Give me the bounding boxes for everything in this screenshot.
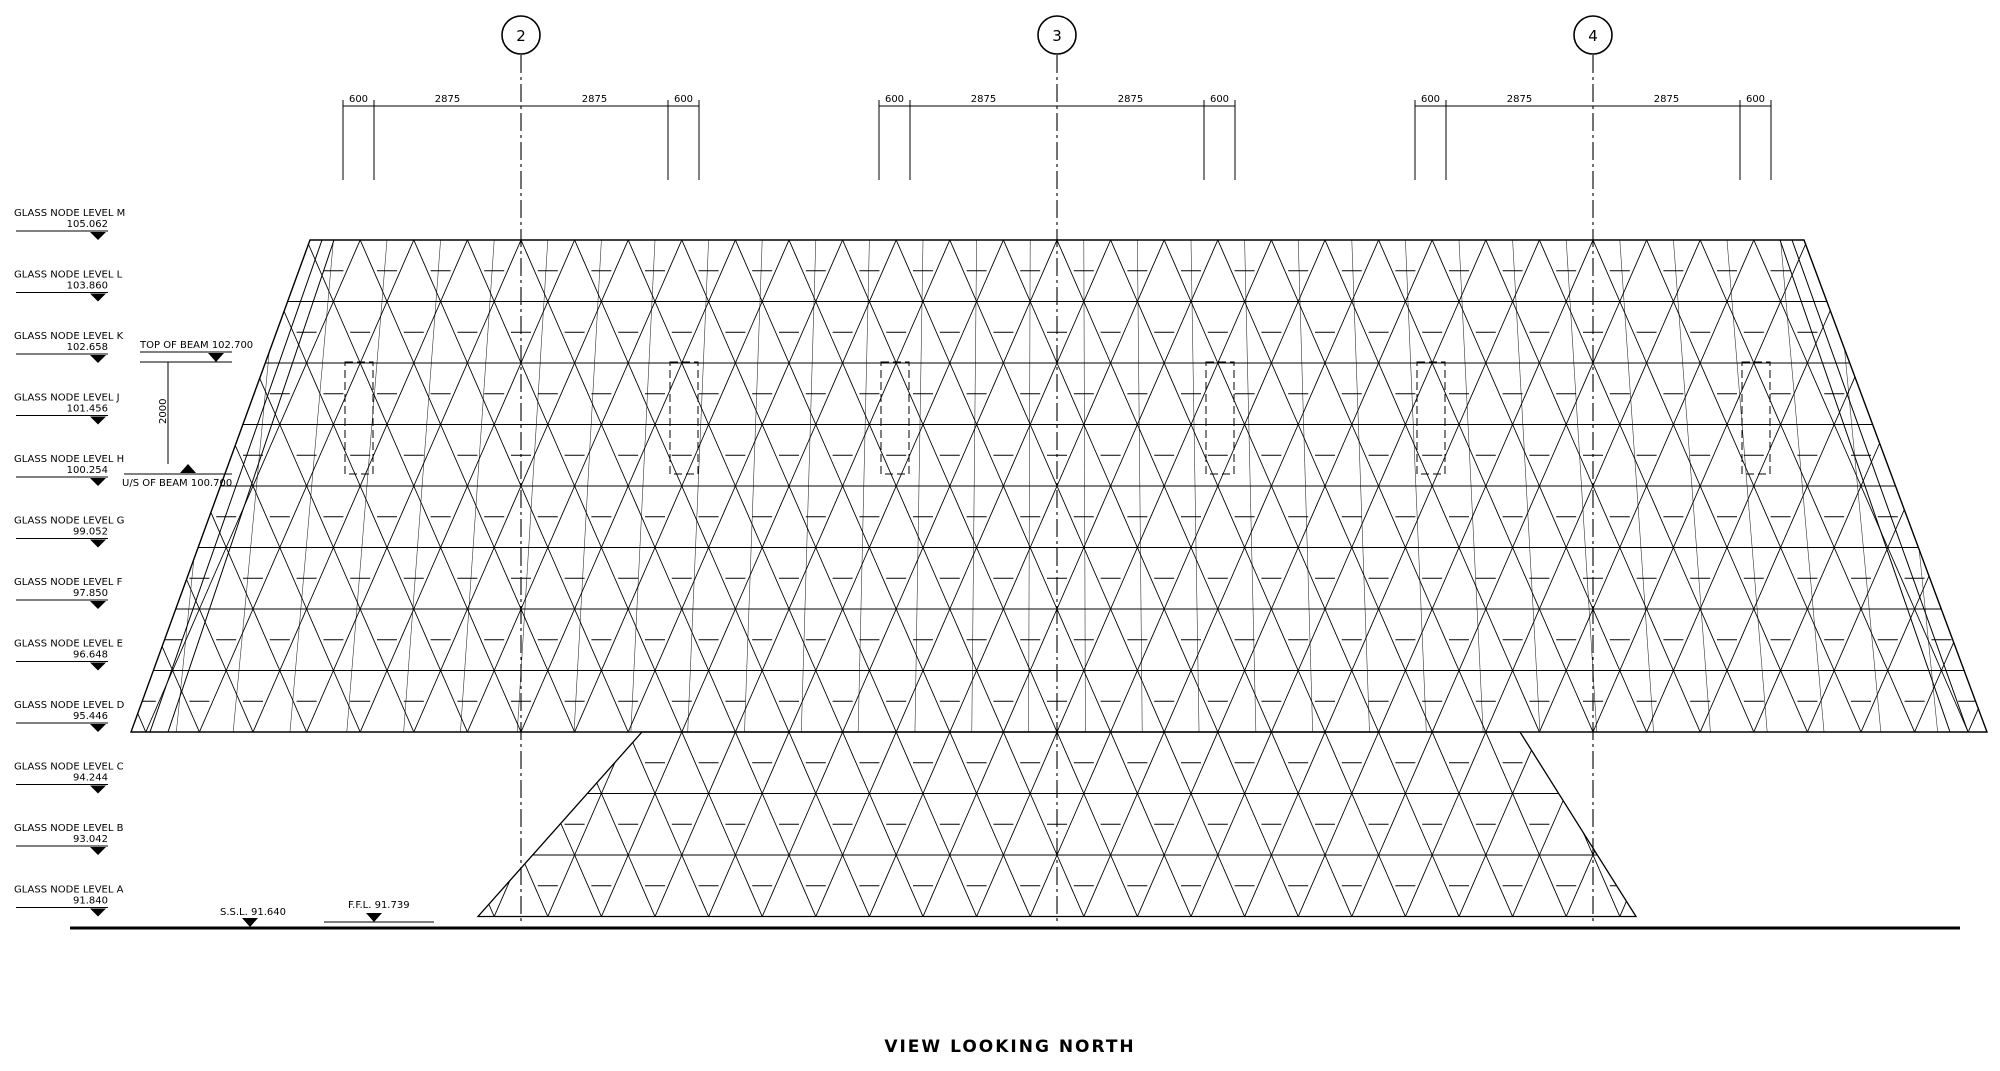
grid-axes: [520, 55, 1594, 925]
level-label: GLASS NODE LEVEL E96.648: [14, 639, 123, 671]
level-marker-icon: [90, 293, 106, 302]
level-name: GLASS NODE LEVEL E: [14, 639, 123, 650]
dimension-value: 600: [1210, 94, 1229, 105]
level-marker-icon: [90, 539, 106, 548]
dimension-value: 600: [349, 94, 368, 105]
level-name: GLASS NODE LEVEL M: [14, 208, 125, 219]
level-value: 91.840: [73, 896, 108, 907]
drawing-title: VIEW LOOKING NORTH: [884, 1037, 1135, 1057]
level-name: GLASS NODE LEVEL B: [14, 823, 124, 834]
dimension-value: 600: [885, 94, 904, 105]
dimension-value: 600: [1421, 94, 1440, 105]
dimension-value: 600: [1746, 94, 1765, 105]
level-value: 94.244: [73, 773, 108, 784]
level-marker-icon: [242, 918, 258, 927]
underside-of-beam-label: U/S OF BEAM 100.700: [122, 478, 232, 489]
grid-bubbles: 2 3 4: [501, 15, 1613, 55]
level-marker-icon: [90, 416, 106, 425]
level-marker-icon: [208, 353, 224, 362]
level-name: GLASS NODE LEVEL K: [14, 331, 124, 342]
level-name: GLASS NODE LEVEL L: [14, 270, 123, 281]
level-label: GLASS NODE LEVEL G99.052: [14, 516, 124, 548]
dimension-value: 2875: [971, 94, 996, 105]
level-value: 102.658: [67, 342, 108, 353]
level-marker-icon: [90, 355, 106, 363]
level-label: GLASS NODE LEVEL B93.042: [14, 823, 124, 855]
dimension-value: 600: [674, 94, 693, 105]
level-name: GLASS NODE LEVEL F: [14, 577, 123, 588]
level-name: GLASS NODE LEVEL D: [14, 700, 125, 711]
level-name: GLASS NODE LEVEL C: [14, 762, 124, 773]
level-marker-icon: [366, 913, 382, 922]
level-value: 95.446: [73, 711, 108, 722]
top-of-beam-label: TOP OF BEAM 102.700: [139, 340, 253, 351]
level-value: 101.456: [67, 404, 108, 415]
grid-id: 3: [1052, 27, 1062, 45]
dimension-value: 2875: [1654, 94, 1679, 105]
ffl-label: F.F.L. 91.739: [348, 900, 410, 911]
level-marker-icon: [90, 662, 106, 671]
dimension-string: 600 2875 2875 600: [1414, 94, 1772, 180]
level-marker-icon: [90, 232, 106, 240]
level-name: GLASS NODE LEVEL G: [14, 516, 124, 527]
dimension-value: 2875: [435, 94, 460, 105]
level-value: 105.062: [67, 219, 108, 230]
ground-annotations: S.S.L. 91.640 F.F.L. 91.739: [220, 900, 434, 927]
level-label: GLASS NODE LEVEL D95.446: [14, 700, 125, 732]
level-marker-icon: [90, 478, 106, 486]
level-name: GLASS NODE LEVEL J: [14, 393, 120, 404]
beam-depth-annotation: TOP OF BEAM 102.700 2000 U/S OF BEAM 100…: [122, 340, 253, 489]
level-label: GLASS NODE LEVEL F97.850: [14, 577, 123, 609]
level-marker-icon: [90, 601, 106, 609]
level-value: 93.042: [73, 834, 108, 845]
level-value: 99.052: [73, 527, 108, 538]
dimension-value: 2875: [582, 94, 607, 105]
level-marker-icon: [90, 724, 106, 732]
beam-depth-label: 2000: [158, 399, 169, 424]
level-name: GLASS NODE LEVEL H: [14, 454, 124, 465]
grid-id: 2: [516, 27, 526, 45]
level-marker-icon: [90, 785, 106, 794]
grid-bubble-2: 2: [501, 15, 541, 55]
level-label: GLASS NODE LEVEL C94.244: [14, 762, 124, 794]
dimension-string: 600 2875 2875 600: [878, 94, 1236, 180]
grid-id: 4: [1588, 27, 1598, 45]
dimension-value: 2875: [1118, 94, 1143, 105]
grid-bubble-3: 3: [1037, 15, 1077, 55]
level-name: GLASS NODE LEVEL A: [14, 885, 124, 896]
level-value: 100.254: [67, 465, 108, 476]
ssl-label: S.S.L. 91.640: [220, 907, 286, 918]
level-marker-icon: [90, 908, 106, 917]
dimension-value: 2875: [1507, 94, 1532, 105]
grid-bubble-4: 4: [1573, 15, 1613, 55]
level-value: 103.860: [67, 281, 108, 292]
level-label: GLASS NODE LEVEL A91.840: [14, 885, 124, 917]
level-marker-icon: [90, 847, 106, 855]
level-value: 96.648: [73, 650, 108, 661]
glazing-mesh: [130, 239, 1989, 918]
level-marker-icon: [180, 464, 196, 473]
level-value: 97.850: [73, 588, 108, 599]
